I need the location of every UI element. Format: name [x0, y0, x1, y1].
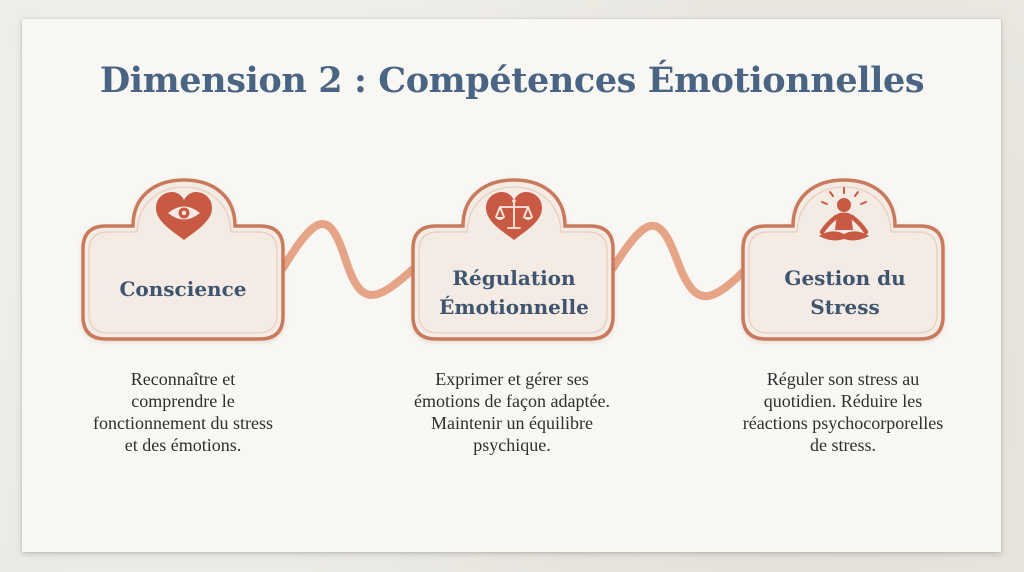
step-card-stress	[741, 178, 945, 341]
step-description: Réguler son stress au quotidien. Réduire…	[742, 369, 944, 455]
step-label: Conscience	[119, 277, 247, 301]
scales-heart-icon	[486, 192, 542, 240]
connector-2-3	[609, 221, 747, 301]
meditation-icon	[819, 187, 869, 241]
slide-title: Dimension 2 : Compétences Émotionnelles	[99, 60, 925, 101]
step-description: Exprimer et gérer ses émotions de façon …	[414, 369, 610, 455]
step-card-conscience	[81, 178, 285, 341]
eye-heart-icon	[156, 192, 212, 240]
step-label: Gestion du Stress	[784, 266, 906, 319]
connector-1-2	[279, 220, 416, 299]
step-card-regulation	[411, 178, 615, 341]
step-description: Reconnaître et comprendre le fonctionnem…	[93, 369, 273, 455]
step-label: Régulation Émotionnelle	[439, 266, 589, 319]
